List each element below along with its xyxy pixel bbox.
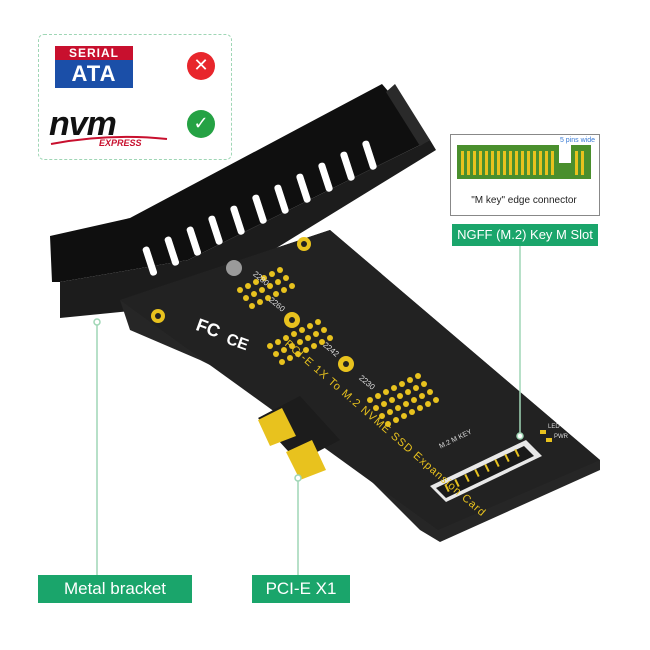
sata-logo-top: SERIAL <box>55 46 133 60</box>
m2-slot <box>430 440 542 502</box>
callout-bracket: Metal bracket <box>38 575 192 603</box>
nvme-logo: nvm EXPRESS <box>49 105 168 149</box>
mounting-pad-arrays <box>151 237 439 427</box>
bracket-vents <box>142 140 377 276</box>
standoff-screw <box>226 260 242 276</box>
nvme-logo-sub: EXPRESS <box>99 138 142 148</box>
compatibility-box: SERIAL ATA ✕ nvm EXPRESS ✓ <box>38 34 232 160</box>
callout-slot: NGFF (M.2) Key M Slot <box>452 224 598 246</box>
edge-connector-strip <box>457 145 591 179</box>
sata-logo: SERIAL ATA <box>55 46 133 88</box>
led-indicators <box>540 430 552 442</box>
callout-pcie: PCI-E X1 <box>252 575 350 603</box>
edge-connector-caption: "M key" edge connector <box>471 195 577 206</box>
cross-circle-icon: ✕ <box>187 52 215 80</box>
pcb-board <box>120 230 600 542</box>
nvme-swoosh-icon <box>50 135 168 145</box>
led-label: LED <box>548 424 560 430</box>
callout-lines <box>96 246 521 575</box>
edge-connector-detail: 5 pins wide "M key" edge connector <box>450 134 600 216</box>
check-circle-icon: ✓ <box>187 110 215 138</box>
sata-logo-bottom: ATA <box>55 60 133 88</box>
pin-width-note: 5 pins wide <box>559 137 595 144</box>
pwr-label: PWR <box>554 434 568 440</box>
pcie-gold-fingers <box>258 408 326 480</box>
